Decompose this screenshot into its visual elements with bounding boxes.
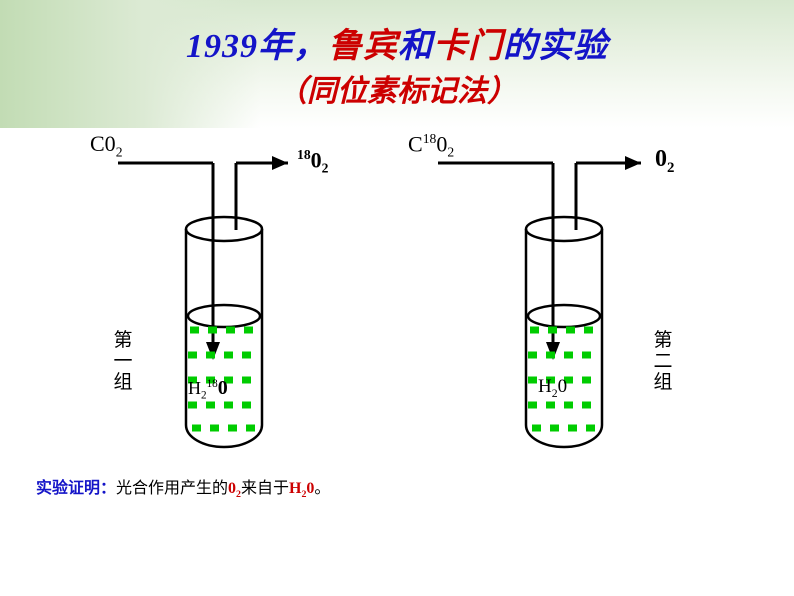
exp1-liquid-h-sub: 2 — [201, 389, 207, 402]
exp2-outlet-sub: 2 — [667, 159, 675, 176]
exp2-liquid-surface — [526, 303, 602, 329]
exp2-liquid-hatch — [528, 326, 600, 432]
exp1-group-char-2: 一 — [113, 351, 133, 372]
exp1-liquid-surface — [186, 303, 262, 329]
caption-o2: 02 — [228, 480, 241, 501]
exp2-group-char-1: 第 — [653, 330, 673, 351]
exp2-liquid-h-sub: 2 — [551, 386, 558, 400]
exp1-tube-body — [184, 229, 264, 449]
exp2-group-char-3: 组 — [653, 372, 673, 393]
exp2-outlet-arrowhead — [625, 156, 641, 170]
caption-h-o: 0 — [306, 480, 315, 497]
exp1-liquid-o: 0 — [217, 377, 228, 399]
exp2-liquid-o: 0 — [557, 376, 568, 397]
exp1-group-char-1: 第 — [113, 330, 133, 351]
exp2-liquid-h: H — [538, 376, 552, 397]
exp2-inlet-sup: 18 — [422, 131, 437, 146]
exp2-outlet-label: 02 — [655, 146, 674, 177]
exp1-liquid-h: H — [188, 378, 201, 398]
caption-o-sub: 2 — [236, 489, 241, 501]
exp1-outlet-label: 1802 — [297, 147, 328, 177]
caption-text-b: 来自于 — [240, 480, 289, 497]
exp1-outlet-arrowhead — [272, 156, 288, 170]
exp2-tube-body — [524, 229, 604, 449]
exp2-inlet-label: C1802 — [408, 131, 454, 161]
exp1-down-arrowhead — [206, 342, 220, 360]
caption-o: 0 — [228, 480, 237, 497]
exp2-inlet-o: 0 — [436, 131, 448, 157]
exp1-tube-rim — [184, 215, 264, 243]
exp2-outlet-formula: 0 — [655, 146, 667, 172]
exp1-inlet-formula: C0 — [90, 131, 116, 156]
conclusion-caption: 实验证明：光合作用产生的02来自于H20。 — [36, 474, 330, 500]
title-part-kamen: 卡门 — [433, 28, 503, 65]
exp1-outlet-formula: 0 — [310, 147, 322, 173]
header-gradient-band-left — [0, 0, 260, 128]
exp2-group-label: 第 二 组 — [650, 330, 676, 393]
title-part-year: 1939年， — [186, 28, 328, 65]
exp2-liquid-label: H20 — [538, 376, 567, 401]
caption-h-sub: 2 — [301, 489, 307, 501]
exp1-inlet-label: C02 — [90, 131, 123, 160]
slide-title-line2: （同位素标记法） — [277, 75, 517, 108]
exp2-down-arrowhead — [546, 342, 560, 360]
exp2-inlet-sub: 2 — [447, 144, 455, 160]
exp1-liquid-label: H2180 — [188, 377, 228, 402]
exp1-group-label: 第 一 组 — [110, 330, 136, 393]
caption-suffix: 。 — [314, 480, 331, 497]
exp2-tube-rim — [524, 215, 604, 243]
title-part-experiment: 的实验 — [503, 28, 608, 65]
exp2-inlet-c: C — [408, 131, 423, 157]
exp1-outlet-sub: 2 — [321, 160, 329, 176]
exp1-inlet-sub: 2 — [115, 144, 123, 160]
arrowheads — [206, 156, 641, 360]
caption-h2o: H20 — [289, 480, 315, 501]
caption-prefix: 实验证明： — [36, 480, 117, 497]
title-part-ruben: 鲁宾 — [328, 28, 398, 65]
title-part-and: 和 — [398, 28, 433, 65]
exp1-liquid-sup: 18 — [206, 378, 218, 390]
exp2-group-char-2: 二 — [653, 351, 673, 372]
caption-h: H — [289, 480, 302, 497]
exp2-tube — [524, 215, 604, 449]
exp1-tube — [184, 215, 264, 449]
exp1-group-char-3: 组 — [113, 372, 133, 393]
exp1-liquid-hatch — [188, 326, 260, 432]
exp1-outlet-sup: 18 — [297, 147, 311, 162]
slide-title-line1: 1939年，鲁宾和卡门的实验 — [0, 18, 794, 67]
caption-text-a: 光合作用产生的 — [116, 480, 229, 497]
